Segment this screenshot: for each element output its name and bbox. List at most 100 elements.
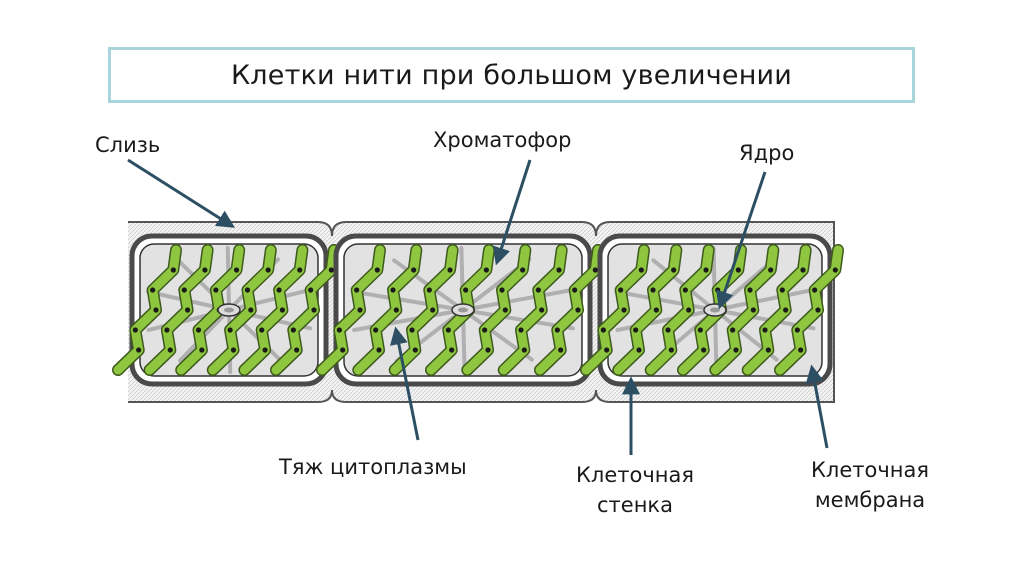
nucleolus <box>224 307 234 313</box>
pyrenoid <box>554 327 560 333</box>
pyrenoid <box>779 287 785 293</box>
pyrenoid <box>665 327 671 333</box>
pyrenoid <box>521 347 527 353</box>
pyrenoid <box>686 307 692 313</box>
pyrenoid <box>411 267 417 273</box>
label-cell-wall: Клеточная стенка <box>560 460 710 520</box>
pyrenoid <box>483 267 489 273</box>
pyrenoid <box>244 287 251 293</box>
pyrenoid <box>185 307 191 313</box>
page-title: Клетки нити при большом увеличении <box>230 59 793 91</box>
pyrenoid <box>153 307 159 313</box>
nucleolus <box>458 307 468 313</box>
pyrenoid <box>733 347 739 353</box>
arrow-cytoplasm <box>389 326 420 441</box>
pyrenoid <box>449 347 455 353</box>
label-cytoplasm-strand: Тяж цитоплазмы <box>279 455 467 479</box>
pyrenoid <box>290 327 296 333</box>
pyrenoid <box>445 327 451 333</box>
nucleolus <box>710 307 720 313</box>
pyrenoid <box>463 287 469 293</box>
pyrenoid <box>747 287 753 293</box>
pyrenoid <box>798 347 804 353</box>
pyrenoid <box>181 287 187 293</box>
pyrenoid <box>815 307 821 313</box>
pyrenoid <box>311 307 317 313</box>
pyrenoid <box>636 347 642 353</box>
pyrenoid <box>336 327 342 333</box>
cytoplasm-strand <box>227 288 312 312</box>
pyrenoid <box>294 347 300 353</box>
pyrenoid <box>575 307 581 313</box>
pyrenoid <box>328 267 334 273</box>
pyrenoid <box>592 267 598 273</box>
pyrenoid <box>832 267 838 273</box>
cytoplasm-strand <box>614 289 717 312</box>
pyrenoid <box>697 327 703 333</box>
label-chromatophore: Хроматофор <box>433 128 572 152</box>
label-cell-wall-line1: Клеточная <box>576 463 694 487</box>
pyrenoid <box>482 327 488 333</box>
pyrenoid <box>376 347 382 353</box>
label-cell-membrane: Клеточная мембрана <box>790 455 950 515</box>
pyrenoid <box>297 267 303 273</box>
pyrenoid <box>701 347 707 353</box>
pyrenoid <box>633 327 639 333</box>
pyrenoid <box>248 307 254 313</box>
pyrenoid <box>279 307 285 313</box>
pyrenoid <box>227 327 233 333</box>
pyrenoid <box>340 347 346 353</box>
title-box: Клетки нити при большом увеличении <box>108 47 915 103</box>
pyrenoid <box>518 327 524 333</box>
cells-group <box>112 233 844 387</box>
pyrenoid <box>167 347 173 353</box>
pyrenoid <box>502 307 508 313</box>
cell-1 <box>112 233 340 387</box>
cytoplasm-strand <box>351 289 465 312</box>
pyrenoid <box>132 327 138 333</box>
pyrenoid <box>520 267 526 273</box>
pyrenoid <box>164 327 170 333</box>
label-cell-wall-line2: стенка <box>597 493 673 517</box>
arrow-cell-membrane <box>805 364 829 449</box>
pyrenoid <box>768 267 774 273</box>
pyrenoid <box>150 287 156 293</box>
arrow-nucleus <box>716 171 767 310</box>
pyrenoid <box>812 287 818 293</box>
label-mucus: Слизь <box>95 133 161 157</box>
pyrenoid <box>618 287 624 293</box>
pyrenoid <box>136 347 142 353</box>
pyrenoid <box>308 287 314 293</box>
pyrenoid <box>409 327 415 333</box>
pyrenoid <box>668 347 674 353</box>
pyrenoid <box>750 307 756 313</box>
pyrenoid <box>374 267 380 273</box>
pyrenoid <box>393 307 399 313</box>
label-cell-membrane-line1: Клеточная <box>811 458 929 482</box>
pyrenoid <box>195 327 202 333</box>
pyrenoid <box>653 307 659 313</box>
pyrenoid <box>199 347 205 353</box>
pyrenoid <box>682 287 688 293</box>
pyrenoid <box>762 327 768 333</box>
cytoplasm-strand <box>461 288 574 312</box>
arrow-chromatophore <box>492 159 532 266</box>
arrows <box>127 158 829 455</box>
pyrenoid <box>426 287 432 293</box>
pyrenoid <box>621 307 627 313</box>
pyrenoid <box>604 347 610 353</box>
pyrenoid <box>230 347 237 353</box>
pyrenoid <box>373 327 379 333</box>
pyrenoid <box>535 287 541 293</box>
pyrenoid <box>735 267 741 273</box>
pyrenoid <box>539 307 545 313</box>
pyrenoid <box>800 267 806 273</box>
pyrenoid <box>794 327 800 333</box>
pyrenoid <box>265 267 271 273</box>
label-nucleus: Ядро <box>739 141 795 165</box>
pyrenoid <box>447 267 453 273</box>
cell-3 <box>580 233 844 387</box>
pyrenoid <box>259 327 265 333</box>
pyrenoid <box>357 307 363 313</box>
